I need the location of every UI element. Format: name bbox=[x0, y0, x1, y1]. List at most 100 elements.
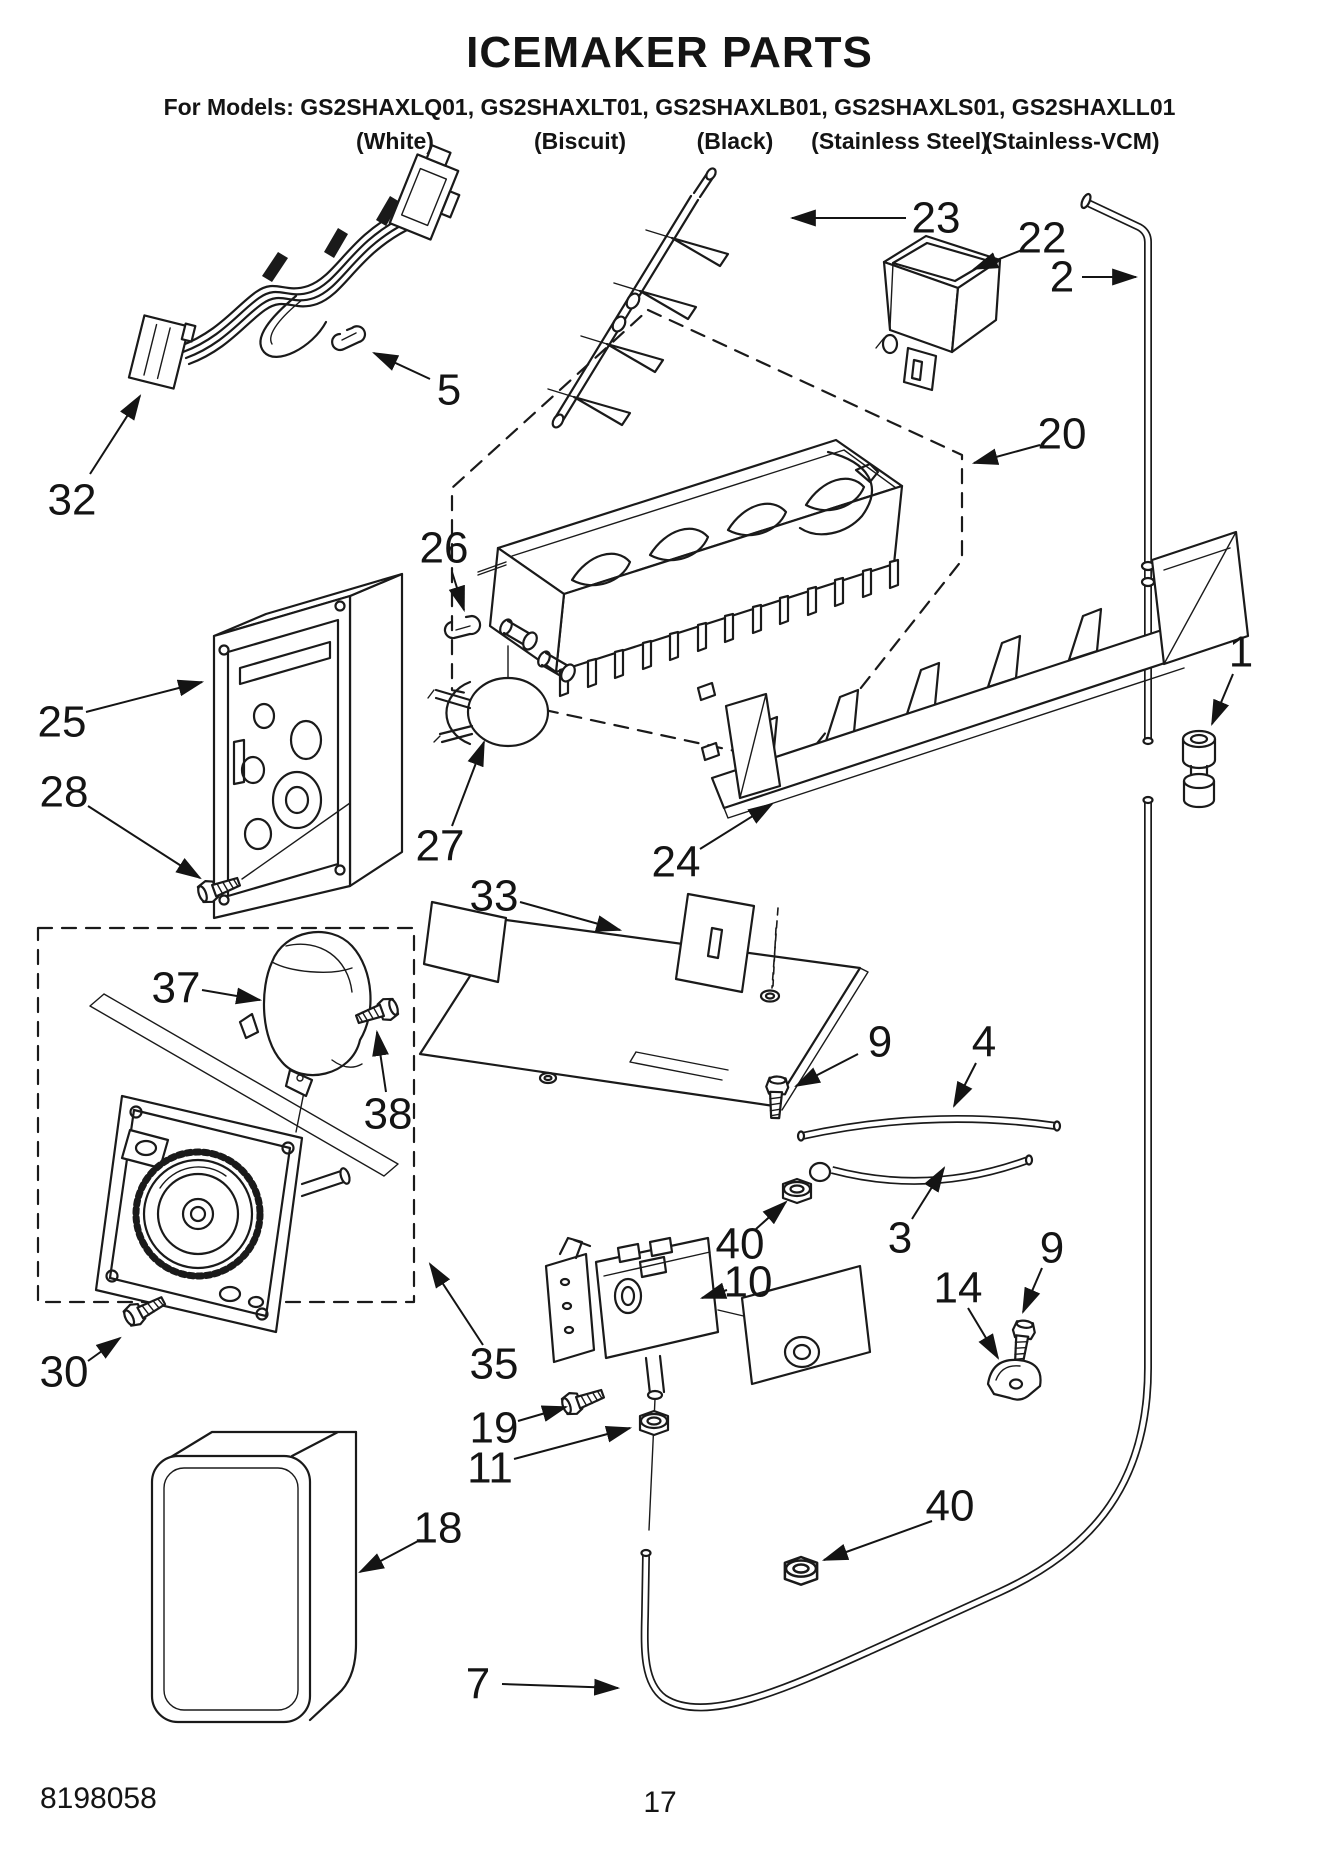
callout-leader-7 bbox=[501, 1678, 621, 1696]
callout-5: 5 bbox=[372, 352, 461, 415]
mold-dashed-outline bbox=[450, 308, 964, 767]
callout-40b: 40 bbox=[821, 1482, 975, 1561]
callout-leader-3 bbox=[911, 1166, 946, 1220]
callout-1: 1 bbox=[1211, 628, 1253, 726]
callout-number-32: 32 bbox=[48, 476, 97, 525]
callout-4: 4 bbox=[953, 1018, 996, 1108]
part-5-clip bbox=[331, 325, 367, 352]
finish-label: (Stainless Steel) bbox=[811, 128, 989, 154]
callout-leader-1 bbox=[1211, 673, 1234, 726]
callout-number-40a: 40 bbox=[716, 1220, 765, 1269]
callout-leader-33 bbox=[519, 901, 623, 932]
callout-leader-24 bbox=[699, 802, 774, 850]
callout-number-40b: 40 bbox=[926, 1482, 975, 1531]
callout-number-24: 24 bbox=[652, 838, 701, 887]
callout-leader-10 bbox=[699, 1282, 728, 1299]
callout-number-20: 20 bbox=[1038, 410, 1087, 459]
callout-number-10: 10 bbox=[724, 1258, 773, 1307]
callout-leader-9b bbox=[1022, 1267, 1043, 1314]
callout-33: 33 bbox=[470, 872, 623, 932]
part-40-nut-lower bbox=[783, 1555, 819, 1586]
callout-leader-11 bbox=[513, 1425, 633, 1460]
part-25-module-housing bbox=[212, 572, 404, 920]
finish-label: (Stainless-VCM) bbox=[984, 128, 1160, 154]
callout-7: 7 bbox=[466, 1660, 621, 1709]
callout-number-37: 37 bbox=[152, 964, 201, 1013]
callout-2: 2 bbox=[1050, 253, 1139, 302]
finish-label: (Biscuit) bbox=[534, 128, 626, 154]
part-20-ice-mold bbox=[477, 438, 904, 698]
callout-number-14: 14 bbox=[934, 1264, 983, 1313]
callout-number-30: 30 bbox=[40, 1348, 89, 1397]
callout-9a: 9 bbox=[794, 1018, 892, 1087]
part-40-nut-upper bbox=[781, 1177, 813, 1205]
callout-leader-19 bbox=[517, 1405, 569, 1422]
callout-18: 18 bbox=[358, 1504, 463, 1574]
callout-number-26: 26 bbox=[420, 524, 469, 573]
callout-leader-26 bbox=[448, 571, 465, 613]
finish-label: (Black) bbox=[696, 128, 774, 154]
callout-number-9a: 9 bbox=[868, 1018, 892, 1067]
part-18-cover bbox=[150, 1430, 358, 1724]
callout-20: 20 bbox=[971, 410, 1087, 465]
page-number: 17 bbox=[643, 1786, 677, 1819]
callout-number-3: 3 bbox=[888, 1214, 912, 1263]
callout-number-35: 35 bbox=[470, 1340, 519, 1389]
callout-22: 22 bbox=[971, 214, 1066, 270]
part-4-tube bbox=[796, 1114, 1062, 1142]
callout-number-7: 7 bbox=[466, 1660, 490, 1709]
callout-number-18: 18 bbox=[414, 1504, 463, 1553]
callout-leader-4 bbox=[953, 1062, 977, 1108]
callout-number-9b: 9 bbox=[1040, 1224, 1064, 1273]
screw-alignment-dash bbox=[772, 927, 777, 987]
part-19-screw bbox=[558, 1381, 608, 1419]
callout-24: 24 bbox=[652, 802, 774, 887]
callout-number-4: 4 bbox=[972, 1018, 996, 1067]
callout-leader-9a bbox=[794, 1053, 859, 1087]
part-3-tube bbox=[808, 1154, 1034, 1185]
part-10-water-valve bbox=[544, 1236, 872, 1531]
callout-leader-35 bbox=[428, 1262, 484, 1346]
part-33-shelf bbox=[418, 892, 869, 1111]
callout-number-2: 2 bbox=[1050, 253, 1074, 302]
callout-leader-14 bbox=[967, 1307, 1000, 1360]
callout-26: 26 bbox=[420, 524, 469, 613]
page-title: ICEMAKER PARTS bbox=[466, 28, 873, 77]
callout-number-11: 11 bbox=[467, 1444, 513, 1493]
part-22-cup bbox=[875, 234, 1002, 392]
callout-3: 3 bbox=[888, 1166, 946, 1263]
callout-number-27: 27 bbox=[416, 822, 465, 871]
part-9-screw-clamp bbox=[1008, 1318, 1038, 1365]
doc-number: 8198058 bbox=[40, 1782, 157, 1815]
callout-number-19: 19 bbox=[470, 1404, 519, 1453]
callout-number-23: 23 bbox=[912, 194, 961, 243]
callout-40a: 40 bbox=[716, 1200, 788, 1269]
callout-number-38: 38 bbox=[364, 1090, 413, 1139]
callout-25: 25 bbox=[38, 679, 205, 747]
callout-leader-40b bbox=[821, 1520, 933, 1561]
callout-leader-32 bbox=[89, 394, 142, 475]
callout-leader-20 bbox=[971, 444, 1041, 465]
callout-35: 35 bbox=[428, 1262, 519, 1389]
part-24-stripper bbox=[696, 530, 1250, 819]
part-35-gear-module bbox=[94, 1094, 351, 1334]
callout-leader-25 bbox=[85, 679, 205, 713]
models-line: For Models: GS2SHAXLQ01, GS2SHAXLT01, GS… bbox=[163, 94, 1176, 120]
callout-23: 23 bbox=[789, 194, 961, 243]
callout-leader-40a bbox=[755, 1200, 788, 1230]
callout-11: 11 bbox=[467, 1425, 633, 1493]
part-14-clamp bbox=[986, 1358, 1042, 1401]
callout-leader-30 bbox=[87, 1336, 122, 1362]
part-37-motor bbox=[238, 931, 372, 1098]
finish-labels: (White)(Biscuit)(Black)(Stainless Steel)… bbox=[0, 128, 1339, 158]
part-11-nut bbox=[638, 1409, 670, 1437]
callout-leader-28 bbox=[87, 805, 202, 880]
part-23-ejector-auger bbox=[547, 167, 730, 429]
part-27-thermostat bbox=[427, 645, 550, 748]
callout-leader-22 bbox=[971, 249, 1023, 270]
callout-leader-38 bbox=[372, 1029, 389, 1093]
callout-leader-37 bbox=[201, 987, 263, 1005]
